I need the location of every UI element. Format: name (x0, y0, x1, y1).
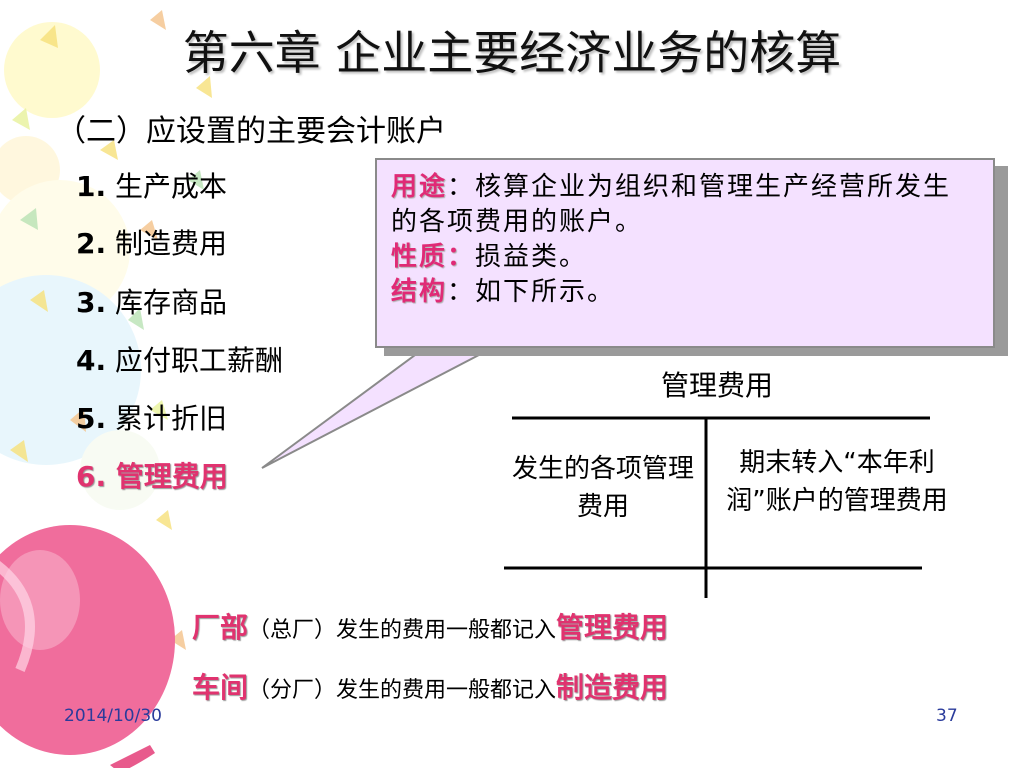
account-item: 4. 应付职工薪酬 (76, 342, 283, 380)
structure-label: 结构 (391, 277, 448, 307)
structure-separator: ： (447, 277, 476, 307)
account-item: 3. 库存商品 (76, 284, 227, 322)
account-number: 1. (76, 170, 107, 203)
account-number: 2. (76, 227, 107, 260)
callout-structure: 结构：如下所示。 (391, 275, 979, 310)
nature-text: 损益类。 (475, 242, 588, 272)
slide-title: 第六章 企业主要经济业务的核算 (182, 26, 842, 80)
note-lead: 厂部 (192, 611, 249, 644)
note-lead: 车间 (192, 671, 249, 704)
page-number: 37 (936, 706, 958, 726)
account-number: 5. (76, 402, 107, 435)
account-item: 1. 生产成本 (76, 168, 227, 206)
usage-label: 用途 (391, 172, 448, 202)
note-middle: （总厂）发生的费用一般都记入 (248, 618, 557, 643)
note-line: 车间（分厂）发生的费用一般都记入制造费用 (192, 668, 668, 711)
note-account: 管理费用 (556, 611, 669, 644)
usage-separator: ： (447, 172, 476, 202)
note-line: 厂部（总厂）发生的费用一般都记入管理费用 (192, 608, 668, 651)
account-name: 管理费用 (115, 460, 228, 493)
structure-text: 如下所示。 (475, 277, 616, 307)
pink-balloon-decoration (0, 525, 175, 768)
account-name: 应付职工薪酬 (115, 344, 284, 377)
account-number: 4. (76, 344, 107, 377)
note-middle: （分厂）发生的费用一般都记入 (248, 678, 557, 703)
t-account-debit: 发生的各项管理费用 (511, 454, 694, 522)
t-account-title: 管理费用 (660, 369, 773, 402)
footer-date: 2014/10/30 (64, 706, 162, 726)
callout-usage: 用途：核算企业为组织和管理生产经营所发生的各项费用的账户。 (391, 170, 979, 240)
account-name: 生产成本 (115, 170, 228, 203)
account-item: 2. 制造费用 (76, 225, 227, 263)
nature-label: 性质： (391, 242, 476, 272)
section-subtitle: （二）应设置的主要会计账户 (56, 114, 446, 149)
account-name: 累计折旧 (115, 402, 228, 435)
account-name: 库存商品 (115, 286, 228, 319)
account-item-active: 6. 管理费用 (76, 458, 228, 496)
callout-box: 用途：核算企业为组织和管理生产经营所发生的各项费用的账户。 性质：损益类。 结构… (375, 158, 995, 348)
account-number: 3. (76, 286, 107, 319)
usage-text: 核算企业为组织和管理生产经营所发生的各项费用的账户。 (391, 172, 952, 237)
note-account: 制造费用 (556, 671, 669, 704)
callout-nature: 性质：损益类。 (391, 240, 979, 275)
account-name: 制造费用 (115, 227, 228, 260)
account-number: 6. (76, 460, 107, 493)
account-item: 5. 累计折旧 (76, 400, 227, 438)
t-account-credit: 期末转入“本年利润”账户的管理费用 (726, 448, 948, 516)
